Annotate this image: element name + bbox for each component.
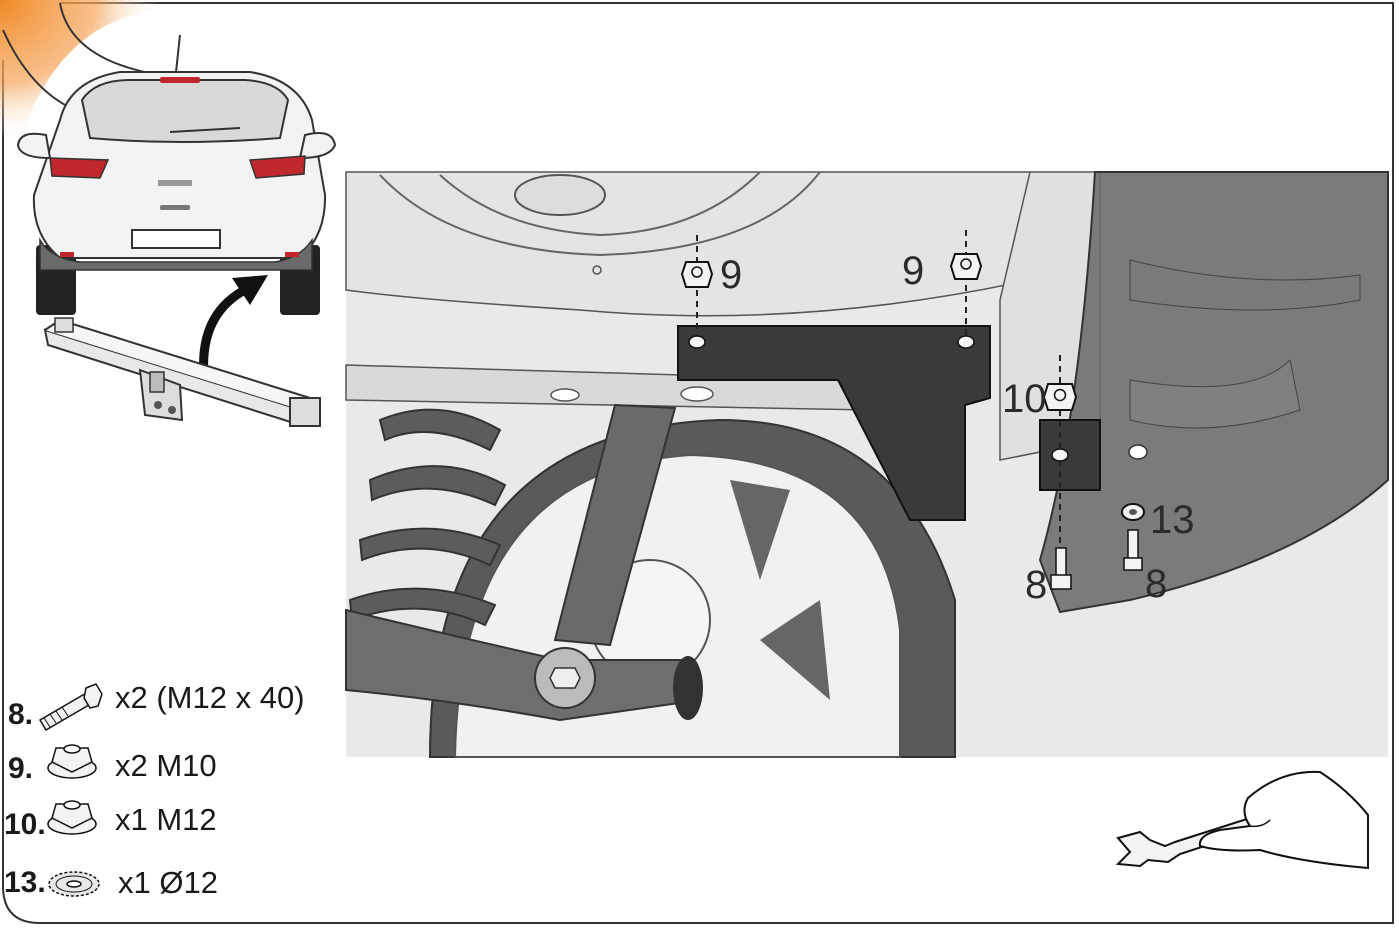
- part-row: 8. x2 (M12 x 40): [8, 680, 305, 732]
- part-description: x1 Ø12: [118, 865, 218, 900]
- nut-10-icon: [1042, 383, 1078, 411]
- car-rear-view: [16, 34, 337, 315]
- flange-nut-icon: [47, 800, 97, 835]
- callout-nut-left: 9: [720, 253, 742, 297]
- part-row: 13. x1 Ø12: [4, 865, 218, 900]
- part-number: 10.: [4, 808, 46, 841]
- wrench-tool-icon: [1115, 770, 1369, 870]
- part-number: 9.: [8, 752, 33, 785]
- nut-9-left-icon: [680, 261, 714, 288]
- flange-nut-icon: [47, 744, 97, 779]
- part-description: x2 (M12 x 40): [115, 680, 305, 715]
- part-row: 10. x1 M12: [4, 800, 217, 841]
- towbar-assembly: [43, 317, 321, 427]
- bolt-8-right-icon: [1123, 529, 1143, 571]
- part-row: 9. x2 M10: [8, 744, 217, 785]
- part-number: 8.: [8, 698, 33, 731]
- parts-list: 8. x2 (M12 x 40) 9. x2 M10 10.: [4, 680, 305, 900]
- callout-bolt-left: 8: [1025, 563, 1047, 607]
- part-number: 13.: [4, 866, 46, 899]
- bolt-8-left-icon: [1050, 547, 1072, 590]
- washer-13-icon: [1121, 503, 1145, 521]
- part-description: x1 M12: [115, 802, 217, 837]
- callout-nut-right: 9: [902, 249, 924, 293]
- serrated-washer-icon: [48, 871, 100, 897]
- assembly-view: [345, 171, 1389, 758]
- bolt-icon: [38, 683, 103, 732]
- part-description: x2 M10: [115, 748, 217, 783]
- callout-bolt-right: 8: [1145, 562, 1167, 606]
- arrow-head: [232, 275, 268, 305]
- callout-nut-mid: 10: [1002, 377, 1047, 421]
- nut-9-right-icon: [949, 253, 983, 280]
- callout-washer: 13: [1150, 498, 1195, 542]
